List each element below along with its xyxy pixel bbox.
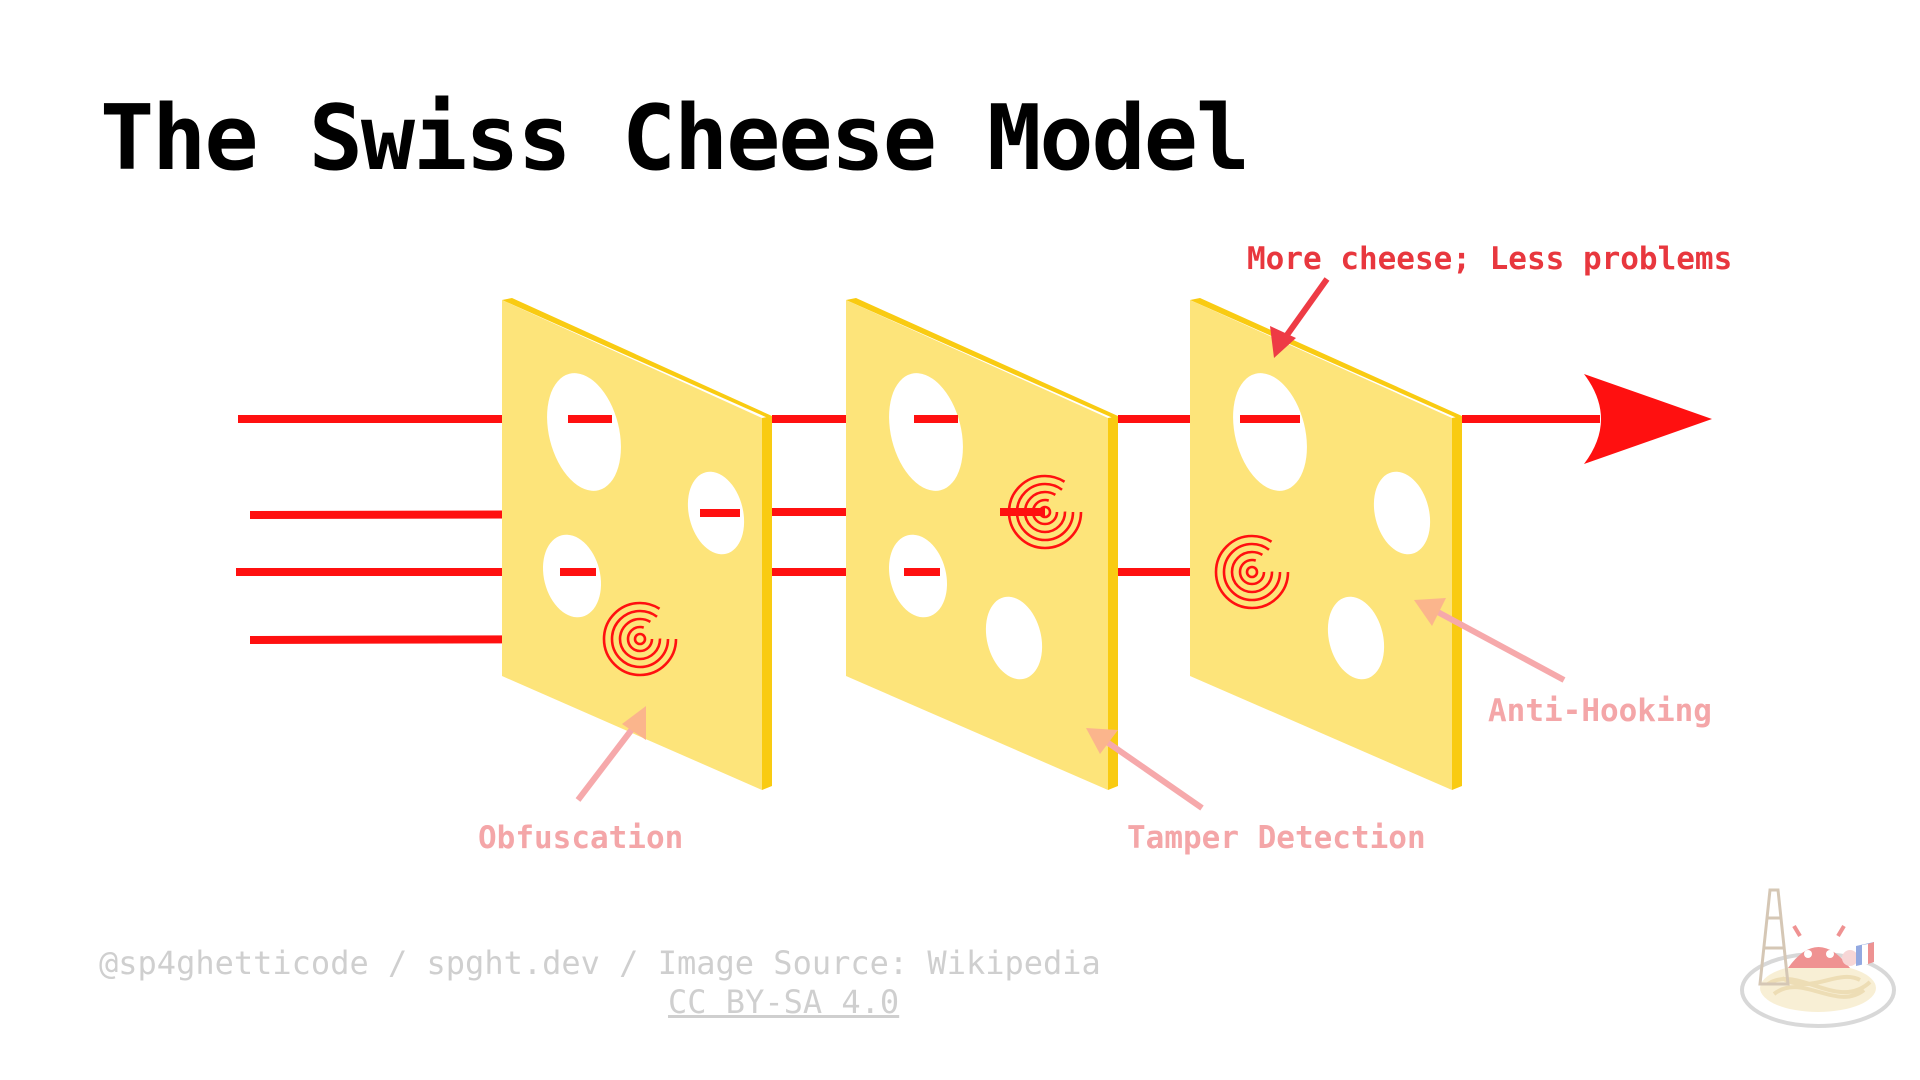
spaghetti-android-eiffel-logo (1738, 888, 1898, 1038)
label-anti-hooking: Anti-Hooking (1488, 693, 1712, 729)
license-link[interactable]: CC BY-SA 4.0 (668, 983, 899, 1021)
label-obfuscation: Obfuscation (478, 820, 683, 856)
callout-more-cheese: More cheese; Less problems (1247, 241, 1732, 277)
label-tamper-detection: Tamper Detection (1127, 820, 1426, 856)
footer-credit: @sp4ghetticode / spght.dev / Image Sourc… (99, 944, 1101, 982)
cheese-slice-2 (846, 298, 1118, 790)
arrowhead-icon (1584, 374, 1712, 464)
